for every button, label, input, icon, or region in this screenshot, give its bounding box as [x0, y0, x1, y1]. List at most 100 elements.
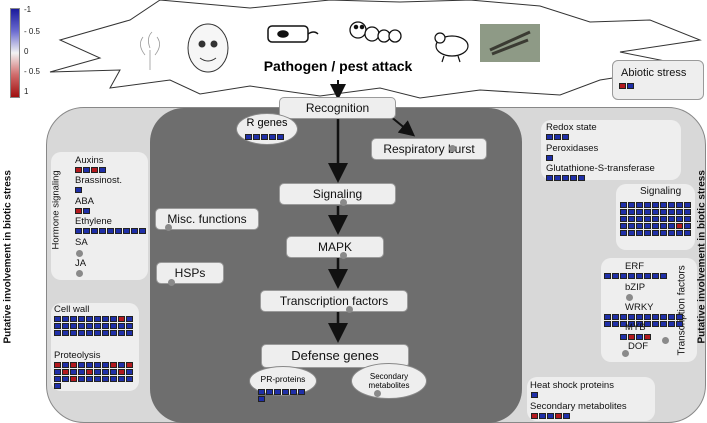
gene-cell-down: [636, 202, 643, 208]
gene-cell-up: [62, 369, 69, 375]
gene-cell-down: [83, 167, 90, 173]
gene-cell-down: [54, 369, 61, 375]
gene-cell-down: [99, 167, 106, 173]
redox-panel: [541, 120, 681, 180]
gene-cell-down: [94, 369, 101, 375]
gene-cell-down: [628, 230, 635, 236]
gene-cell-down: [652, 223, 659, 229]
gene-cell-down: [102, 330, 109, 336]
gene-cell-down: [652, 230, 659, 236]
gene-cell-down: [78, 316, 85, 322]
gene-cell-down: [644, 216, 651, 222]
gene-cell-down: [652, 202, 659, 208]
legend-tick: 1: [24, 87, 29, 96]
secondary-metabolites-right-cells: [531, 413, 570, 419]
gene-cell-down: [620, 334, 627, 340]
gene-cell-down: [668, 209, 675, 215]
pr-proteins-label: PR-proteins: [260, 374, 306, 384]
r-genes-cells: [245, 134, 284, 140]
gene-cell-down: [612, 321, 619, 327]
gene-cell-down: [102, 369, 109, 375]
legend-tick: -1: [24, 5, 32, 14]
gene-cell-down: [644, 230, 651, 236]
abiotic-stress-label: Abiotic stress: [621, 67, 687, 79]
gene-cell-down: [644, 202, 651, 208]
gene-cell-down: [110, 330, 117, 336]
gene-cell-up: [91, 167, 98, 173]
gene-cell-down: [620, 314, 627, 320]
gene-cell-down: [78, 330, 85, 336]
gene-cell-down: [110, 323, 117, 329]
insect-photo: [480, 24, 540, 62]
gene-cell-down: [75, 187, 82, 193]
gene-cell-down: [636, 216, 643, 222]
gene-cell-down: [652, 314, 659, 320]
gene-cell-down: [668, 216, 675, 222]
gene-cell-down: [91, 228, 98, 234]
secondary-metabolites-label: Secondary metabolites: [368, 372, 410, 390]
gene-cell-down: [126, 323, 133, 329]
gene-cell-down: [684, 216, 691, 222]
r-genes-label: R genes: [246, 117, 288, 129]
gene-cell-down: [604, 321, 611, 327]
gene-cell-down: [266, 389, 273, 395]
gene-cell-down: [612, 273, 619, 279]
gene-cell-down: [258, 389, 265, 395]
gene-cell-down: [126, 369, 133, 375]
misc-functions-box: Misc. functions: [155, 208, 259, 230]
gene-cell-up: [126, 362, 133, 368]
gene-cell-down: [54, 323, 61, 329]
gene-cell-down: [668, 202, 675, 208]
gene-cell-down: [660, 223, 667, 229]
gene-cell-down: [102, 316, 109, 322]
wrky-cells: [604, 314, 683, 327]
brassinost-cells: [75, 187, 82, 193]
gene-cell-down: [126, 376, 133, 382]
gene-cell-down: [70, 323, 77, 329]
gene-cell-down: [86, 316, 93, 322]
gene-cell-down: [546, 175, 553, 181]
gene-cell-down: [86, 330, 93, 336]
gene-cell-down: [546, 134, 553, 140]
gene-cell-down: [118, 362, 125, 368]
gene-cell-down: [660, 273, 667, 279]
gene-cell-down: [676, 314, 683, 320]
dof-label: DOF: [628, 341, 649, 352]
gene-cell-down: [258, 396, 265, 402]
gene-cell-down: [126, 316, 133, 322]
gene-cell-down: [107, 228, 114, 234]
gene-cell-down: [636, 321, 643, 327]
gene-cell-down: [118, 376, 125, 382]
gene-cell-down: [660, 202, 667, 208]
recognition-box: Recognition: [279, 97, 396, 119]
gene-cell-down: [676, 202, 683, 208]
auxins-label: Auxins: [75, 155, 104, 166]
gene-cell-down: [253, 134, 260, 140]
gene-cell-down: [644, 209, 651, 215]
gene-cell-down: [94, 316, 101, 322]
gene-cell-down: [636, 209, 643, 215]
gene-cell-down: [684, 230, 691, 236]
gene-cell-down: [78, 323, 85, 329]
gene-cell-down: [620, 321, 627, 327]
gene-cell-down: [70, 316, 77, 322]
node-dot: [165, 224, 172, 231]
gene-cell-down: [269, 134, 276, 140]
node-dot: [76, 250, 83, 257]
gene-cell-down: [78, 362, 85, 368]
gst-label: Glutathione-S-transferase: [546, 163, 655, 174]
gene-cell-up: [531, 413, 538, 419]
legend-tick: - 0.5: [24, 67, 41, 76]
gene-cell-down: [539, 413, 546, 419]
gene-cell-down: [554, 134, 561, 140]
gene-cell-down: [86, 323, 93, 329]
gene-cell-down: [628, 216, 635, 222]
gene-cell-down: [636, 223, 643, 229]
gst-cells: [546, 175, 585, 181]
abiotic-stress-box: Abiotic stress: [612, 60, 704, 100]
gene-cell-down: [644, 273, 651, 279]
gene-cell-down: [636, 334, 643, 340]
gene-cell-down: [86, 362, 93, 368]
gene-cell-down: [54, 383, 61, 389]
gene-cell-down: [94, 330, 101, 336]
